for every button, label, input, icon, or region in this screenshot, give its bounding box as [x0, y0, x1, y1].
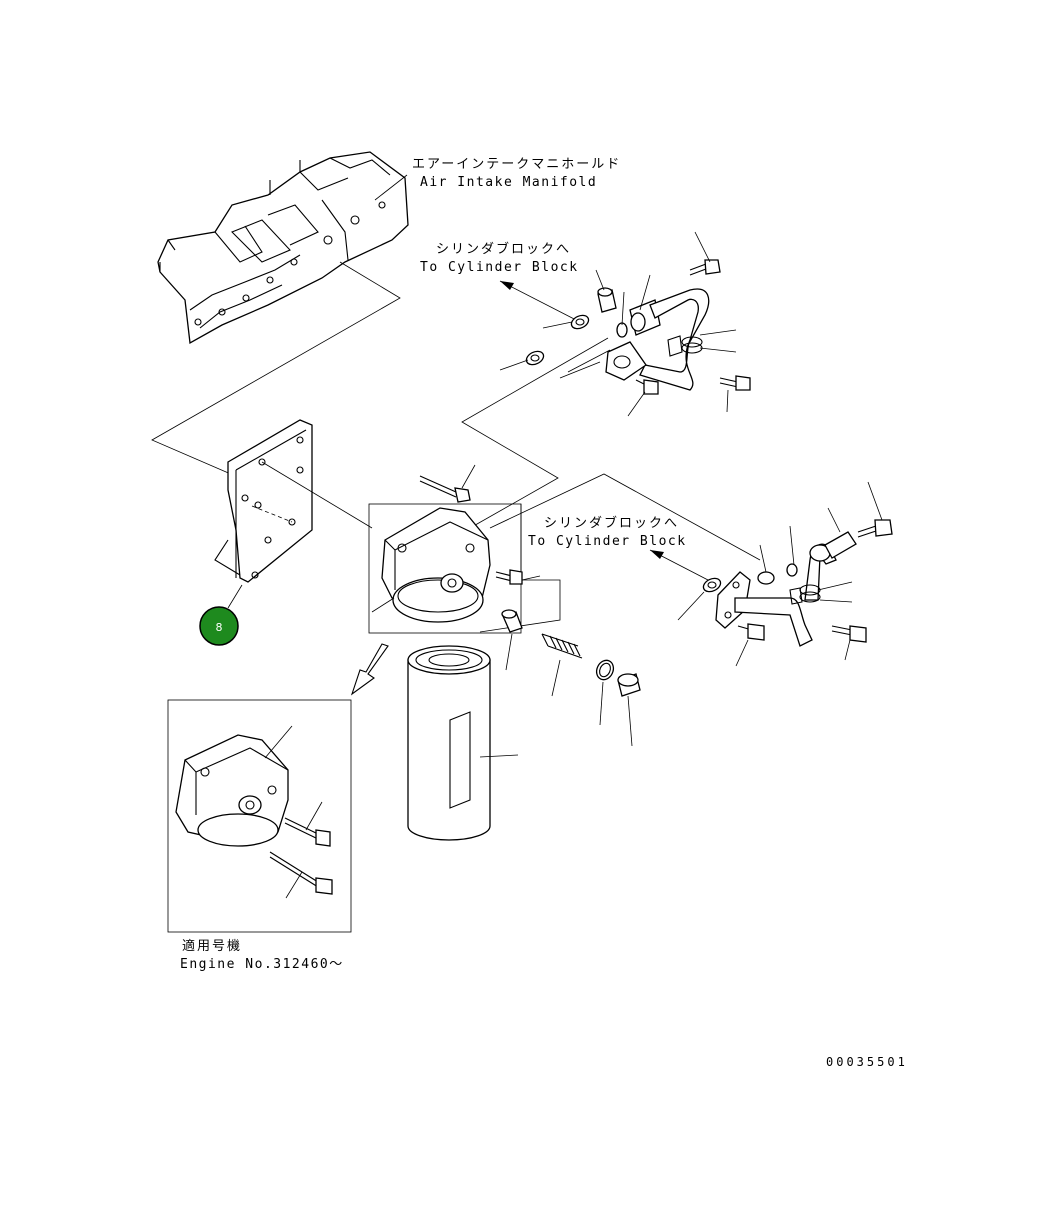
manifold-label-jp: エアーインテークマニホールド	[412, 157, 621, 172]
drawing-number: 00035501	[826, 1055, 908, 1069]
filter-head	[381, 507, 491, 623]
inset-filter-head	[175, 734, 333, 895]
lower-pipe-assembly	[702, 519, 893, 647]
cyl-block-label-en-1: To Cylinder Block	[420, 260, 579, 275]
cyl-block-label-en-2: To Cylinder Block	[528, 534, 687, 549]
applicable-label-jp: 適用号機	[182, 938, 242, 954]
callout-circle	[199, 606, 239, 646]
callout-8[interactable]: 8	[199, 606, 239, 646]
engine-number: Engine No.312460〜	[180, 957, 344, 972]
filter-cartridge	[407, 645, 491, 841]
cyl-block-label-jp-1: シリンダブロックへ	[436, 241, 571, 257]
bolt-head-top	[419, 475, 471, 503]
air-intake-manifold	[157, 151, 409, 345]
manifold-label-en: Air Intake Manifold	[420, 175, 597, 190]
inset-frame	[167, 699, 352, 933]
o-ring	[595, 659, 615, 681]
cyl-block-label-jp-2: シリンダブロックへ	[544, 515, 679, 531]
spring	[541, 633, 583, 659]
relief-valve	[501, 609, 523, 633]
callout-number: 8	[216, 621, 223, 634]
bolt-head-side	[495, 569, 523, 585]
mounting-bracket	[214, 419, 313, 583]
upper-pipe-assembly	[525, 259, 751, 395]
drain-plug	[617, 673, 641, 697]
